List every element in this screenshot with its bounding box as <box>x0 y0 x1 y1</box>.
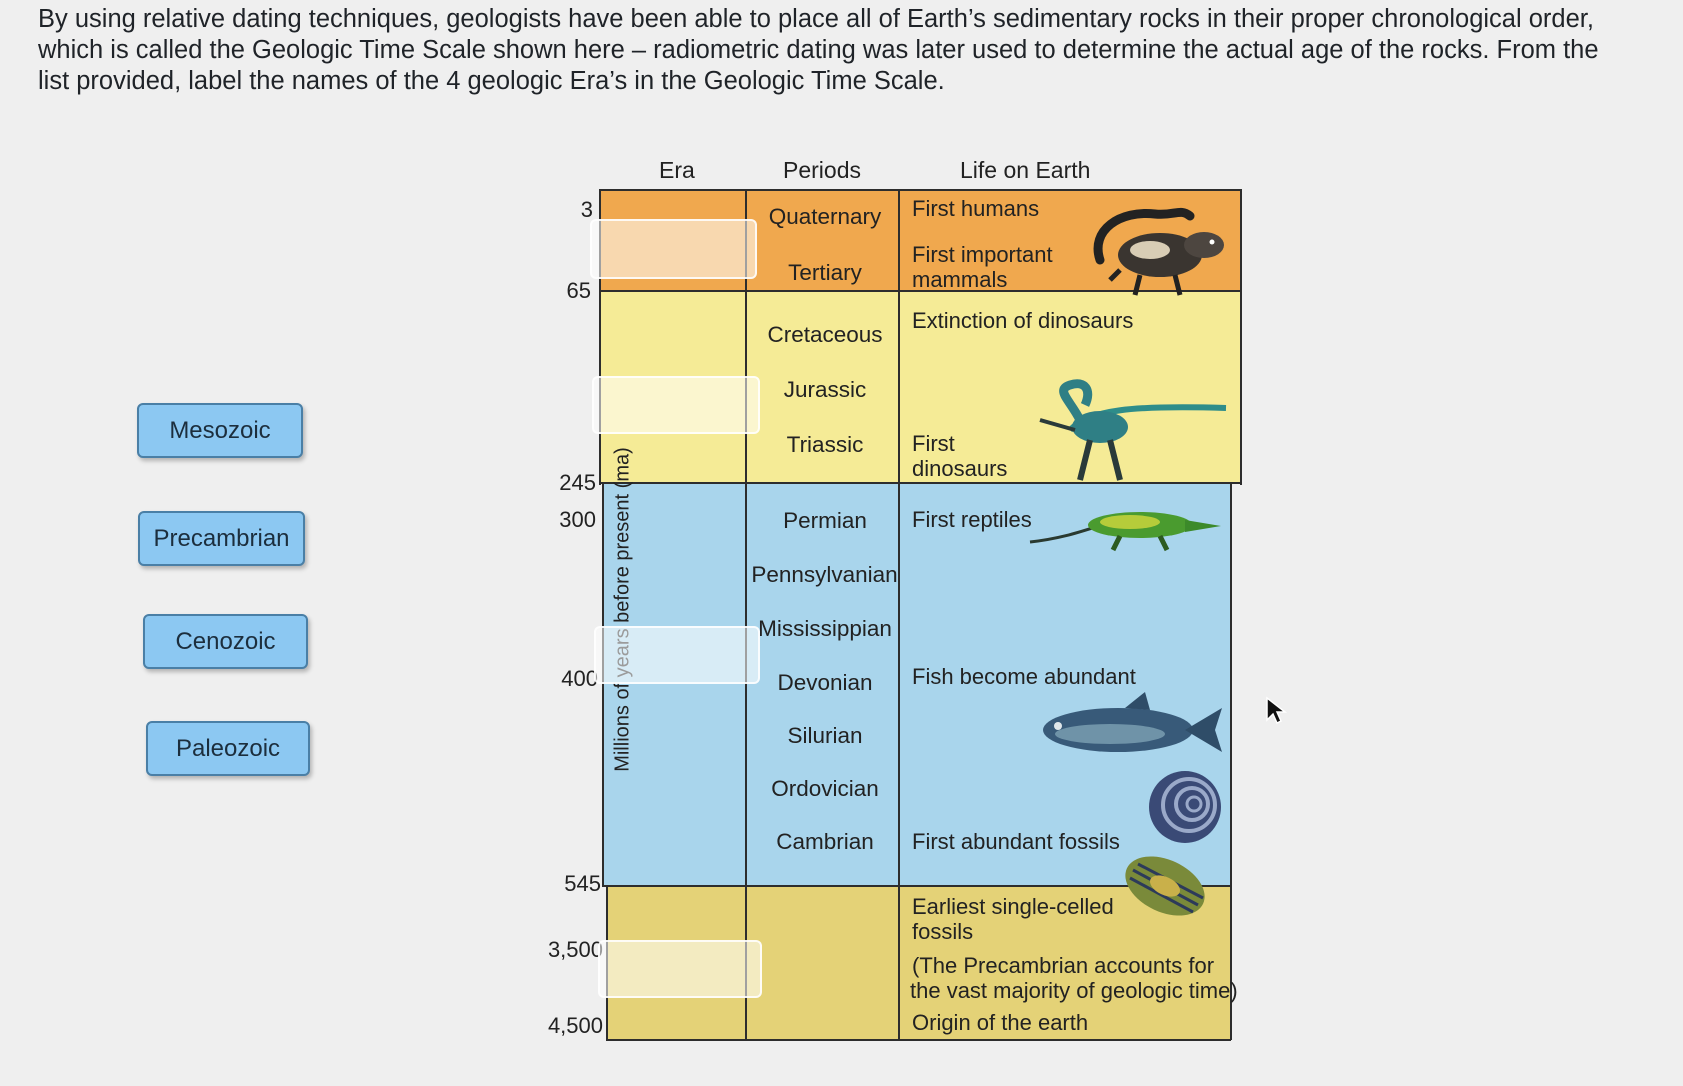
period-jurassic: Jurassic <box>783 377 867 402</box>
period-silurian: Silurian <box>787 723 863 748</box>
grid-line <box>604 885 1232 887</box>
tick-label: 3 <box>580 197 593 222</box>
period-devonian: Devonian <box>777 670 873 695</box>
fish-illustration <box>1043 692 1222 752</box>
tick-label: 65 <box>566 278 591 303</box>
dinosaur-illustration <box>1039 379 1227 481</box>
grid-line <box>599 290 1241 292</box>
period-ordovician: Ordovician <box>771 776 879 801</box>
grid-line <box>898 189 900 1039</box>
grid-line <box>1240 189 1242 485</box>
tick-label: 3,500 <box>547 937 603 962</box>
life-first-dinosaurs-line2: dinosaurs <box>912 456 1008 481</box>
period-quaternary: Quaternary <box>768 204 882 229</box>
tick-label: 545 <box>564 871 601 896</box>
grid-line <box>599 189 1241 191</box>
header-periods: Periods <box>783 157 861 183</box>
life-precambrian-note-line2: the vast majority of geologic time) <box>910 978 1238 1003</box>
grid-line <box>745 189 747 1039</box>
era-drop-zone-3[interactable] <box>594 626 760 684</box>
period-mississippian: Mississippian <box>758 616 892 641</box>
ammonite-illustration <box>1149 771 1221 843</box>
life-single-celled-line1: Earliest single-celled <box>912 894 1114 919</box>
life-first-mammals-line2: mammals <box>912 267 1008 292</box>
grid-line <box>602 483 604 887</box>
tick-label: 245 <box>559 470 596 495</box>
tick-label: 300 <box>559 507 596 532</box>
period-pennsylvanian: Pennsylvanian <box>751 562 898 587</box>
life-origin-earth: Origin of the earth <box>912 1010 1089 1035</box>
period-cambrian: Cambrian <box>776 829 874 854</box>
life-extinction-dinosaurs: Extinction of dinosaurs <box>912 308 1134 333</box>
grid-line <box>606 1039 1231 1041</box>
choice-cenozoic[interactable]: Cenozoic <box>143 614 308 669</box>
life-first-mammals-line1: First important <box>912 242 1053 267</box>
period-permian: Permian <box>783 508 867 533</box>
life-precambrian-note-line1: (The Precambrian accounts for <box>912 953 1215 978</box>
header-era: Era <box>659 157 695 183</box>
tick-label: 400 <box>561 666 598 691</box>
mouse-cursor-icon <box>1266 696 1287 725</box>
life-fish-abundant: Fish become abundant <box>912 664 1136 689</box>
mammal-illustration <box>1093 207 1224 296</box>
header-life-on-earth: Life on Earth <box>960 157 1091 183</box>
life-first-humans: First humans <box>912 196 1040 221</box>
life-single-celled-line2: fossils <box>912 919 974 944</box>
y-axis-label: Millions of years before present (ma) <box>611 447 634 772</box>
grid-line <box>599 189 601 485</box>
period-triassic: Triassic <box>786 432 864 457</box>
choice-mesozoic[interactable]: Mesozoic <box>137 403 303 458</box>
choice-paleozoic[interactable]: Paleozoic <box>146 721 310 776</box>
life-first-dinosaurs-line1: First <box>912 431 955 456</box>
era-drop-zone-4[interactable] <box>598 940 762 998</box>
life-first-reptiles: First reptiles <box>912 507 1032 532</box>
grid-line <box>599 482 1241 484</box>
band-paleozoic <box>602 483 1230 886</box>
question-instructions: By using relative dating techniques, geo… <box>38 5 1599 95</box>
era-drop-zone-2[interactable] <box>592 376 760 434</box>
tick-label: 4,500 <box>547 1013 603 1038</box>
choice-precambrian[interactable]: Precambrian <box>138 511 305 566</box>
grid-line <box>1230 483 1232 1040</box>
era-drop-zone-1[interactable] <box>590 219 757 279</box>
period-cretaceous: Cretaceous <box>767 322 883 347</box>
life-first-fossils: First abundant fossils <box>912 829 1120 854</box>
reptile-illustration <box>1029 512 1221 552</box>
trilobite-illustration <box>1125 856 1205 916</box>
period-tertiary: Tertiary <box>788 260 862 285</box>
